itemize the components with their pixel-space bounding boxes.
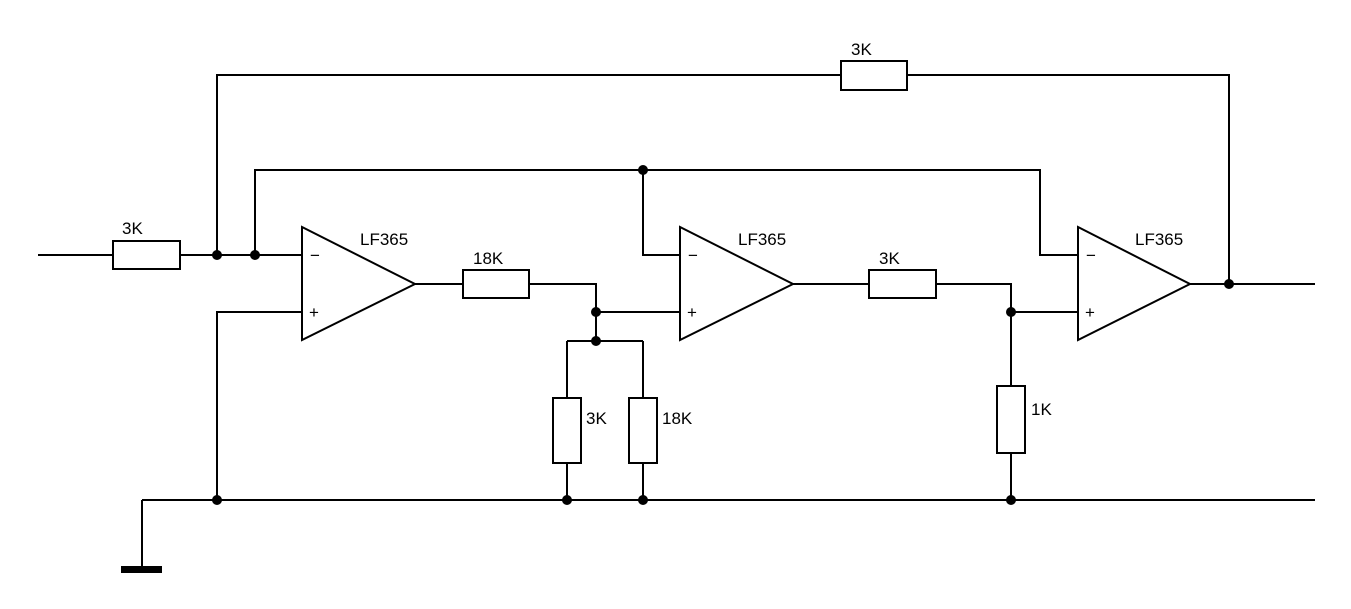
opamp-1-minus: −: [310, 246, 320, 265]
resistor-feedback-top-label: 3K: [851, 40, 872, 59]
resistor-series-1-label: 18K: [473, 249, 504, 268]
opamp-3-plus: +: [1085, 303, 1095, 322]
junction-dot: [1006, 495, 1016, 505]
junction-dot: [562, 495, 572, 505]
opamp-3: − +: [1077, 225, 1193, 342]
resistor-shunt-1b: [628, 397, 658, 464]
resistor-shunt-1a-label: 3K: [586, 409, 607, 428]
resistor-series-1: [462, 269, 530, 299]
ground-rail: [141, 499, 1315, 569]
opamp-2-plus: +: [687, 303, 697, 322]
ground-symbol: [121, 566, 162, 573]
middle-feedback-wire: [254, 169, 1078, 256]
top-feedback-wire: [216, 74, 1230, 284]
opamp-1-triangle: [301, 225, 418, 342]
junction-dot: [212, 495, 222, 505]
resistor-shunt-2: [996, 385, 1026, 454]
opamp2-minus-wire: [642, 170, 680, 256]
resistor-feedback-top: [840, 60, 908, 91]
opamp-1-part-label: LF365: [360, 230, 408, 249]
junction-dot: [591, 336, 601, 346]
opamp-3-part-label: LF365: [1135, 230, 1183, 249]
wires: [38, 74, 1315, 569]
node-a-wire: [529, 283, 597, 341]
opamp-3-minus: −: [1086, 246, 1096, 265]
opamp-2: − +: [679, 225, 796, 342]
junction-dot: [1224, 279, 1234, 289]
opamp-3-triangle: [1077, 225, 1193, 342]
resistor-series-2: [868, 269, 937, 299]
opamp1-plus-wire: [216, 311, 302, 500]
node-b-wire: [936, 283, 1012, 386]
resistor-series-2-label: 3K: [879, 249, 900, 268]
resistors: [112, 60, 1026, 464]
opamp-2-part-label: LF365: [738, 230, 786, 249]
opamp-2-triangle: [679, 225, 796, 342]
junction-dot: [212, 250, 222, 260]
junction-dot: [638, 165, 648, 175]
junction-dot: [638, 495, 648, 505]
resistor-shunt-2-label: 1K: [1031, 400, 1052, 419]
resistor-input: [112, 240, 181, 270]
opamp-1: − +: [301, 225, 418, 342]
junction-dot: [250, 250, 260, 260]
opamp-1-plus: +: [309, 303, 319, 322]
resistor-input-label: 3K: [122, 219, 143, 238]
opamp-2-minus: −: [688, 246, 698, 265]
labels: LF365 LF365 LF365 3K 3K 18K 3K 18K 3K 1K: [122, 40, 1183, 428]
junctions: [212, 165, 1234, 505]
resistor-shunt-1b-label: 18K: [662, 409, 693, 428]
junction-dot: [591, 307, 601, 317]
junction-dot: [1006, 307, 1016, 317]
resistor-shunt-1a: [552, 397, 582, 464]
